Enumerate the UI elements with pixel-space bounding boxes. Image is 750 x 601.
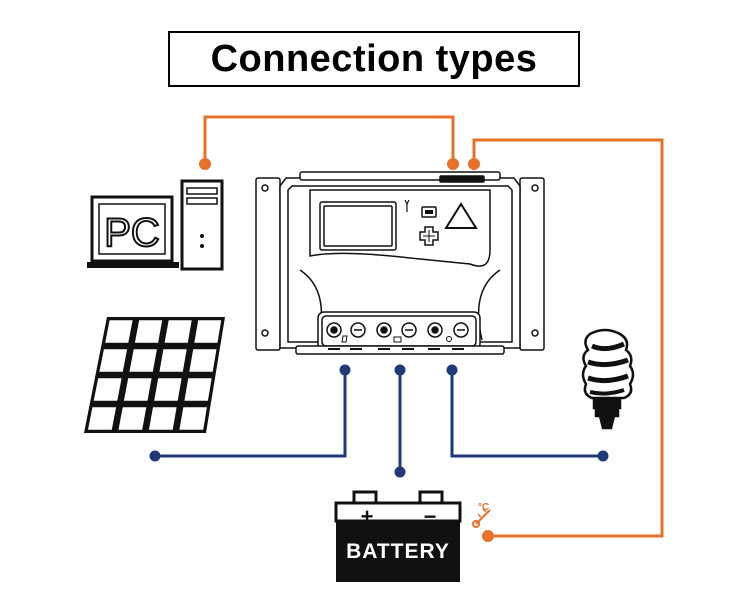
solar-cell <box>123 378 152 401</box>
temp-sensor-wire-node <box>482 530 494 542</box>
terminal-solar-icon <box>341 335 348 343</box>
battery-plus-label: + <box>361 504 374 529</box>
temp-sensor-wire <box>472 138 664 538</box>
left-flange <box>255 177 281 351</box>
battery-minus-terminal <box>401 322 417 338</box>
lamp-base <box>592 398 622 430</box>
temp-sensor-label: °C <box>478 502 489 513</box>
solar-wire <box>155 370 347 458</box>
diagram-title: Connection types <box>210 37 538 80</box>
battery-label: BATTERY <box>346 540 450 563</box>
battery-plus-terminal <box>376 322 392 338</box>
battery-node <box>394 466 406 478</box>
solar-cell <box>105 320 133 343</box>
power-wires <box>155 370 603 472</box>
lamp-node <box>597 450 609 462</box>
terminal-screws <box>326 322 469 338</box>
load-wire <box>450 370 603 458</box>
terminal-icons <box>341 335 452 343</box>
comm-wires <box>203 115 664 538</box>
warning-triangle <box>444 202 478 229</box>
solar-panel-node <box>149 450 161 462</box>
solar-cell <box>179 407 207 430</box>
solar-cell <box>159 349 187 372</box>
solar-cell <box>134 320 163 343</box>
terminal-bulb-icon <box>446 336 452 342</box>
solar-cell <box>189 349 217 372</box>
terminal-battery-icon <box>393 336 402 343</box>
pc-tower <box>180 179 224 271</box>
solar-term-node <box>339 364 351 376</box>
battery-icon <box>334 490 462 582</box>
solar-cell <box>194 320 222 343</box>
solar-cell <box>99 349 128 372</box>
title-box: Connection types <box>168 31 580 87</box>
controller-sensor-port-node <box>468 158 480 170</box>
solar-cells <box>88 320 222 430</box>
battery-minus-label: − <box>424 504 437 529</box>
solar-panel-icon <box>84 317 225 433</box>
pc-icon <box>87 179 224 271</box>
load-plus-terminal <box>427 322 443 338</box>
power-wire-nodes <box>149 364 609 478</box>
battery-body <box>336 521 460 582</box>
pc-label: PC <box>104 211 160 255</box>
solar-cell <box>154 378 182 401</box>
load-minus-terminal <box>453 322 469 338</box>
solar-plus-terminal <box>326 322 342 338</box>
charge-controller <box>255 171 545 355</box>
temperature-sensor-icon <box>472 508 491 528</box>
comm-wire-nodes <box>199 158 494 542</box>
pc-wire-node <box>199 158 211 170</box>
solar-cell <box>118 407 147 430</box>
solar-cell <box>184 378 212 401</box>
solar-cell <box>129 349 157 372</box>
right-flange <box>519 177 545 351</box>
solar-cell <box>88 407 117 430</box>
solar-cell <box>164 320 192 343</box>
lamp-icon <box>581 328 635 430</box>
solar-cell <box>148 407 177 430</box>
solar-cell <box>93 378 122 401</box>
controller-pc-port-node <box>447 158 459 170</box>
terminal-labels <box>328 348 464 350</box>
solar-minus-terminal <box>350 322 366 338</box>
pc-comm-wire <box>203 115 455 163</box>
load-term-node <box>446 364 458 376</box>
battery-term-node <box>394 364 406 376</box>
